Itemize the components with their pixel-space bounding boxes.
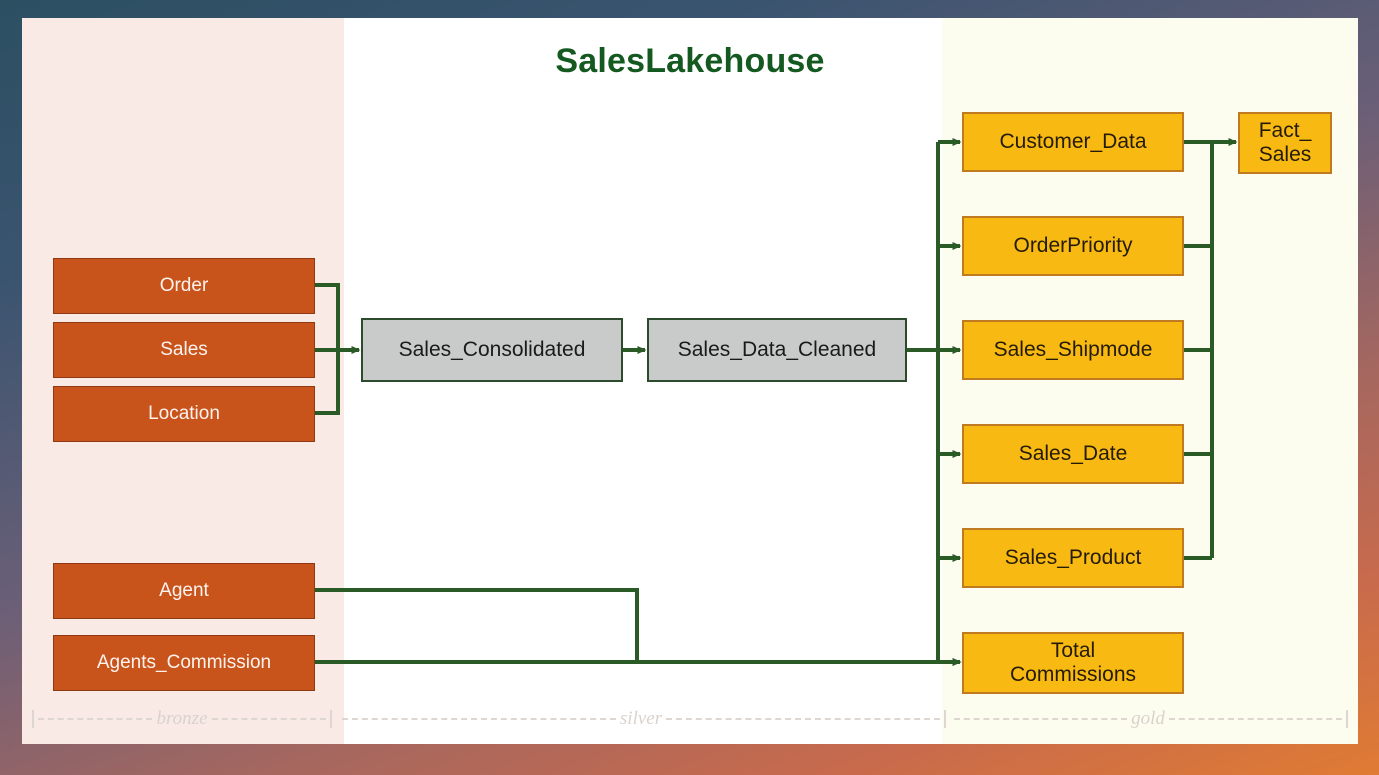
ruler-cap-right: [330, 710, 332, 728]
node-label: Location: [148, 403, 220, 425]
node-label-line2: Sales: [1258, 143, 1312, 166]
node-agent[interactable]: Agent: [53, 563, 315, 619]
layer-label-bronze: bronze: [156, 708, 208, 729]
layer-ruler-silver: silver: [338, 708, 946, 730]
node-label: Sales_Date: [1018, 441, 1128, 465]
node-sales-product[interactable]: Sales_Product: [962, 528, 1184, 588]
node-label: Agents_Commission: [96, 652, 272, 674]
node-fact-sales[interactable]: Fact_ Sales: [1238, 112, 1332, 174]
node-agents-commission[interactable]: Agents_Commission: [53, 635, 315, 691]
node-label-line1: Total: [1050, 638, 1096, 662]
ruler-dash-right: [1168, 718, 1342, 720]
diagram-canvas: SalesLakehouse: [22, 18, 1358, 744]
node-label-line1: Fact_: [1258, 118, 1312, 142]
node-customer-data[interactable]: Customer_Data: [962, 112, 1184, 172]
ruler-dash-left: [954, 718, 1128, 720]
layer-ruler-bronze: bronze: [32, 708, 332, 730]
node-label: OrderPriority: [1013, 233, 1133, 257]
ruler-dash-left: [38, 718, 153, 720]
node-label: Agent: [159, 580, 209, 602]
layer-ruler-gold: gold: [950, 708, 1348, 730]
ruler-cap-right: [1346, 710, 1348, 728]
node-sales-shipmode[interactable]: Sales_Shipmode: [962, 320, 1184, 380]
node-label: Sales_Data_Cleaned: [677, 337, 877, 361]
layer-panel-bronze: [22, 18, 344, 744]
ruler-dash-right: [211, 718, 326, 720]
ruler-dash-right: [666, 718, 940, 720]
node-sales-date[interactable]: Sales_Date: [962, 424, 1184, 484]
layer-label-silver: silver: [619, 708, 663, 729]
node-sales-data-cleaned[interactable]: Sales_Data_Cleaned: [647, 318, 907, 382]
node-label: Sales_Consolidated: [398, 337, 586, 361]
node-label-line2: Commissions: [1009, 663, 1137, 686]
layer-label-gold: gold: [1131, 708, 1165, 729]
ruler-cap-left: [32, 710, 34, 728]
node-label: Sales_Product: [1004, 545, 1142, 569]
node-sales-consolidated[interactable]: Sales_Consolidated: [361, 318, 623, 382]
node-sales[interactable]: Sales: [53, 322, 315, 378]
node-orderpriority[interactable]: OrderPriority: [962, 216, 1184, 276]
node-label: Order: [159, 275, 209, 297]
node-total-commissions[interactable]: Total Commissions: [962, 632, 1184, 694]
diagram-title: SalesLakehouse: [555, 42, 825, 80]
ruler-dash-left: [342, 718, 616, 720]
node-order[interactable]: Order: [53, 258, 315, 314]
node-label: Customer_Data: [999, 129, 1147, 153]
ruler-cap-right: [944, 710, 946, 728]
node-label: Sales: [160, 339, 208, 361]
node-label: Sales_Shipmode: [993, 337, 1153, 361]
node-location[interactable]: Location: [53, 386, 315, 442]
